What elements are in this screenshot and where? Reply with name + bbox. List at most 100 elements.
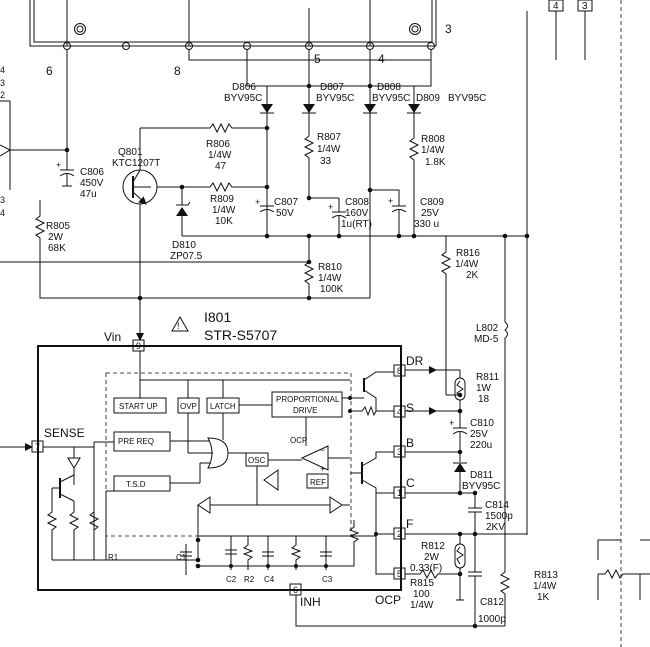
- svg-text:+: +: [320, 464, 325, 474]
- svg-text:1/4W: 1/4W: [533, 581, 557, 592]
- resistor-r815: R815 100 1/4W: [405, 568, 460, 611]
- diode-d808: [363, 104, 377, 298]
- svg-text:3: 3: [0, 195, 5, 205]
- ic-blocks: START UP OVP LATCH PROPORTIONAL DRIVE PR…: [113, 351, 350, 560]
- ground-bus: [182, 233, 530, 239]
- svg-text:4: 4: [553, 1, 559, 12]
- svg-text:3: 3: [397, 447, 402, 457]
- svg-text:R811: R811: [476, 372, 500, 383]
- svg-text:OVP: OVP: [180, 402, 197, 411]
- left-connector-labels: 4 3 2 3 4: [0, 65, 12, 218]
- capacitor-c814: C814 1500p 2KV: [405, 493, 527, 537]
- svg-text:BYV95C: BYV95C: [316, 93, 354, 104]
- svg-text:7: 7: [35, 442, 40, 452]
- svg-text:220u: 220u: [470, 440, 492, 451]
- svg-text:PROPORTIONAL: PROPORTIONAL: [276, 395, 340, 404]
- svg-text:9: 9: [136, 341, 141, 351]
- svg-text:4: 4: [0, 208, 5, 218]
- transistor-q801: Q801 KTC1207T: [112, 147, 160, 340]
- svg-text:D806: D806: [232, 82, 256, 93]
- svg-text:100K: 100K: [320, 284, 344, 295]
- svg-text:SENSE: SENSE: [44, 426, 85, 440]
- svg-text:−: −: [320, 445, 325, 455]
- svg-text:1u(RT): 1u(RT): [341, 219, 372, 230]
- svg-text:PRE REQ: PRE REQ: [118, 437, 154, 446]
- transformer-pins: 6 8 5 4 3: [46, 22, 452, 78]
- capacitor-c810: + C810 25V 220u: [405, 411, 494, 462]
- svg-text:BYV95C: BYV95C: [224, 93, 262, 104]
- resistor-r816: R816 1/4W 2K: [440, 236, 480, 395]
- capacitor-c806: + C806 450V 47u: [56, 150, 104, 200]
- svg-text:4: 4: [397, 407, 402, 417]
- transformer-pin-5: 5: [314, 52, 321, 66]
- svg-text:ZP07.5: ZP07.5: [170, 251, 203, 262]
- svg-text:6: 6: [293, 585, 298, 595]
- transformer-pin-8: 8: [174, 64, 181, 78]
- svg-text:C2: C2: [226, 575, 237, 584]
- capacitor-c809: + C809 25V 330 u: [367, 187, 444, 236]
- svg-text:2KV: 2KV: [486, 522, 505, 533]
- svg-text:C1: C1: [176, 553, 187, 562]
- upper-wiring: [10, 50, 432, 153]
- svg-text:Vin: Vin: [104, 330, 121, 344]
- svg-text:LATCH: LATCH: [210, 402, 236, 411]
- svg-text:BYV95C: BYV95C: [462, 481, 500, 492]
- svg-text:1/4W: 1/4W: [317, 144, 341, 155]
- svg-text:450V: 450V: [80, 178, 104, 189]
- svg-text:50V: 50V: [276, 208, 294, 219]
- diode-d806: [260, 104, 274, 236]
- svg-text:R2: R2: [244, 575, 255, 584]
- svg-text:C808: C808: [345, 197, 369, 208]
- capacitor-c808: + C808 160V 1u(RT): [306, 195, 372, 239]
- svg-text:DR: DR: [406, 354, 424, 368]
- svg-text:1000p: 1000p: [478, 614, 506, 625]
- ic-ref: I801: [204, 309, 231, 325]
- svg-text:1/4W: 1/4W: [208, 150, 232, 161]
- svg-text:DRIVE: DRIVE: [293, 406, 317, 415]
- zener-d810: D810 ZP07.5: [170, 187, 203, 262]
- ic-bottom-components: R1 C1 C2 R2 C4 C3: [108, 520, 376, 584]
- svg-text:MD-5: MD-5: [474, 334, 499, 345]
- svg-text:R808: R808: [421, 134, 445, 145]
- ic-sense-circuit: [43, 441, 198, 561]
- svg-text:R809: R809: [210, 194, 234, 205]
- svg-text:D811: D811: [470, 470, 494, 481]
- resistor-r813: R813 1/4W 1K: [499, 520, 558, 626]
- diode-d811: D811 BYV95C: [405, 462, 500, 496]
- svg-text:REF: REF: [310, 478, 326, 487]
- diode-d807: [302, 104, 316, 136]
- resistor-r812: R812 2W 0.33(F): [410, 534, 466, 601]
- svg-text:R813: R813: [534, 570, 558, 581]
- svg-text:2W: 2W: [424, 552, 440, 563]
- inh-return: [295, 595, 505, 629]
- svg-text:D807: D807: [320, 82, 344, 93]
- svg-text:BYV95C: BYV95C: [372, 93, 410, 104]
- right-partial-circuit: [597, 539, 650, 600]
- svg-text:68K: 68K: [48, 243, 66, 254]
- svg-text:C809: C809: [420, 197, 444, 208]
- transformer-body: [29, 0, 437, 47]
- svg-text:C806: C806: [80, 167, 104, 178]
- svg-text:+: +: [388, 196, 393, 206]
- svg-text:2W: 2W: [48, 232, 64, 243]
- svg-text:47u: 47u: [80, 189, 97, 200]
- svg-text:1W: 1W: [476, 383, 492, 394]
- svg-text:1: 1: [397, 488, 402, 498]
- svg-text:F: F: [406, 517, 413, 531]
- svg-text:OCP: OCP: [290, 436, 307, 445]
- ic-part: STR-S5707: [204, 327, 277, 343]
- svg-text:C812: C812: [480, 597, 504, 608]
- svg-text:1/4W: 1/4W: [421, 145, 445, 156]
- svg-text:C4: C4: [264, 575, 275, 584]
- svg-text:1/4W: 1/4W: [318, 273, 342, 284]
- svg-text:R805: R805: [46, 221, 70, 232]
- svg-text:C814: C814: [485, 500, 509, 511]
- svg-text:100: 100: [413, 589, 430, 600]
- svg-text:Q801: Q801: [118, 147, 143, 158]
- svg-text:1/4W: 1/4W: [455, 259, 479, 270]
- wire-r810: R810 1/4W 100K: [0, 236, 344, 301]
- transformer-pin-4: 4: [378, 52, 385, 66]
- svg-text:1/4W: 1/4W: [212, 205, 236, 216]
- svg-text:BYV95C: BYV95C: [448, 93, 486, 104]
- resistor-r807: R807 1/4W 33: [303, 132, 341, 198]
